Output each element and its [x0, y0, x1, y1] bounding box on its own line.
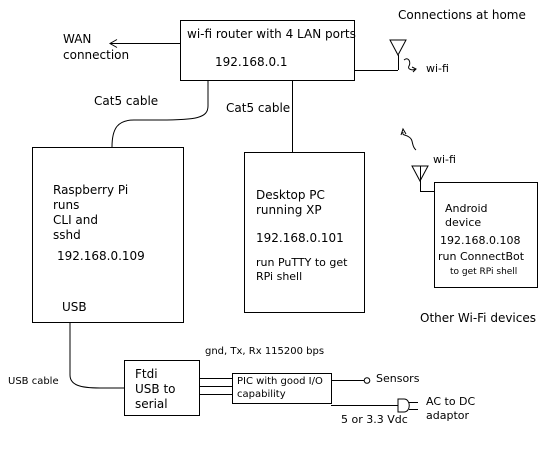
- other-devices-label: Other Wi-Fi devices: [420, 311, 536, 325]
- desktop-pc-box: [244, 152, 365, 313]
- adaptor-line-1: AC to DC: [426, 395, 476, 408]
- desktop-line-1: Desktop PC: [256, 188, 325, 202]
- usb-cable: [69, 322, 124, 389]
- wan-connection-label: connection: [63, 48, 130, 62]
- pic-box: [232, 373, 332, 404]
- rpi-line-2: runs: [53, 198, 80, 212]
- power-plug: [397, 398, 410, 413]
- sensors-label: Sensors: [376, 372, 420, 385]
- cat5-cable-label-left: Cat5 cable: [94, 94, 159, 108]
- pic-line-2: capability: [237, 389, 286, 400]
- android-note-2: to get RPi shell: [450, 267, 518, 277]
- cat5-cable-rpi: [111, 80, 209, 148]
- ftdi-line-3: serial: [135, 397, 168, 411]
- pic-line-1: PIC with good I/O: [237, 376, 323, 387]
- ftdi-line-2: USB to: [135, 382, 176, 396]
- ftdi-line-1: Ftdi: [135, 367, 158, 381]
- router-wifi-label: wi-fi: [426, 62, 449, 75]
- rpi-usb-label: USB: [62, 300, 87, 314]
- wan-label: WAN: [63, 32, 92, 46]
- android-device-box: [434, 182, 538, 288]
- serial-label: gnd, Tx, Rx 115200 bps: [205, 346, 325, 357]
- rpi-line-3: CLI and: [53, 213, 98, 227]
- android-line-2: device: [445, 216, 482, 229]
- android-ip: 192.168.0.108: [440, 234, 521, 247]
- ftdi-box: [124, 360, 200, 416]
- rpi-line-4: sshd: [53, 228, 81, 242]
- cat5-cable-label-right: Cat5 cable: [226, 101, 291, 115]
- android-note-1: run ConnectBot: [438, 250, 525, 263]
- desktop-ip: 192.168.0.101: [256, 231, 344, 245]
- voltage-label: 5 or 3.3 Vdc: [341, 413, 408, 426]
- android-wifi-label: wi-fi: [433, 153, 456, 166]
- adaptor-line-2: adaptor: [426, 409, 470, 422]
- rpi-line-1: Raspberry Pi: [53, 183, 129, 197]
- router-label: wi-fi router with 4 LAN ports: [187, 27, 356, 41]
- rpi-ip: 192.168.0.109: [57, 249, 145, 263]
- android-line-1: Android: [445, 202, 488, 215]
- router-box: [180, 20, 355, 81]
- diagram-title: Connections at home: [398, 8, 526, 22]
- desktop-note-2: RPi shell: [256, 270, 303, 283]
- desktop-note-1: run PuTTY to get: [256, 256, 348, 269]
- usb-cable-label: USB cable: [8, 376, 59, 387]
- raspberry-pi-box: [32, 147, 184, 323]
- router-ip: 192.168.0.1: [215, 55, 288, 69]
- desktop-line-2: running XP: [256, 203, 322, 217]
